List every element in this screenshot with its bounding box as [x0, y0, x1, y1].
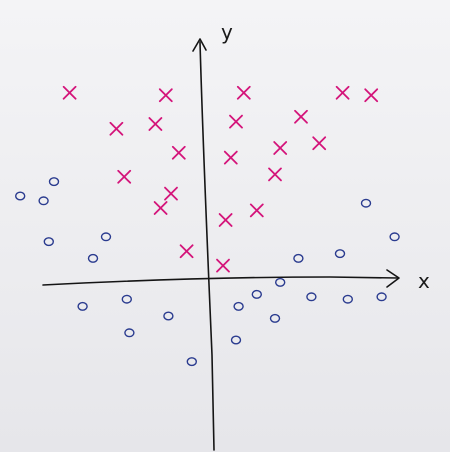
data-point-o-3: [38, 196, 49, 206]
data-point-o-18: [163, 311, 174, 321]
data-point-o-21: [124, 328, 135, 338]
data-point-o-12: [275, 277, 286, 287]
data-point-x-9: [294, 109, 308, 124]
data-point-o-14: [342, 294, 353, 304]
data-point-o-9: [334, 249, 346, 259]
data-point-x-8: [229, 114, 243, 129]
data-point-o-1: [15, 191, 26, 201]
data-point-x-21: [216, 258, 230, 273]
data-point-x-1: [62, 85, 77, 100]
x-axis-line: [42, 276, 399, 286]
data-point-x-5: [364, 88, 379, 103]
y-axis-arrowhead: [192, 38, 207, 52]
data-point-x-2: [158, 88, 173, 103]
y-axis-line: [199, 41, 215, 451]
data-point-x-7: [148, 117, 163, 131]
data-point-o-20: [269, 313, 281, 323]
x-axis-arrowhead: [386, 269, 400, 288]
data-point-x-6: [109, 121, 124, 136]
x-axis-label: x: [418, 269, 430, 293]
data-point-o-5: [100, 232, 112, 242]
data-point-o-19: [233, 301, 244, 311]
data-point-x-16: [164, 186, 178, 201]
marks-layer: [15, 85, 400, 367]
data-point-o-16: [77, 301, 88, 311]
data-point-o-15: [376, 292, 387, 302]
data-point-x-11: [312, 136, 327, 151]
data-point-o-13: [306, 292, 317, 302]
data-point-o-17: [121, 294, 133, 304]
data-point-x-12: [171, 145, 186, 160]
data-point-x-15: [268, 167, 282, 182]
data-point-x-13: [223, 150, 238, 165]
data-point-x-17: [153, 201, 168, 215]
data-point-x-14: [117, 169, 132, 184]
data-point-o-4: [43, 237, 54, 247]
data-point-o-8: [389, 232, 400, 242]
data-point-o-2: [48, 177, 60, 187]
data-point-x-19: [249, 203, 264, 218]
data-point-x-3: [236, 85, 251, 100]
data-point-x-10: [273, 141, 288, 155]
data-point-o-23: [186, 357, 198, 367]
data-point-o-10: [293, 253, 304, 263]
data-point-o-7: [360, 198, 372, 208]
data-point-x-18: [218, 213, 233, 227]
data-point-o-6: [87, 253, 99, 263]
data-point-o-11: [251, 289, 262, 299]
data-point-x-4: [335, 85, 350, 100]
data-point-o-22: [230, 335, 242, 345]
data-point-x-20: [179, 244, 194, 259]
y-axis-label: y: [221, 20, 233, 44]
